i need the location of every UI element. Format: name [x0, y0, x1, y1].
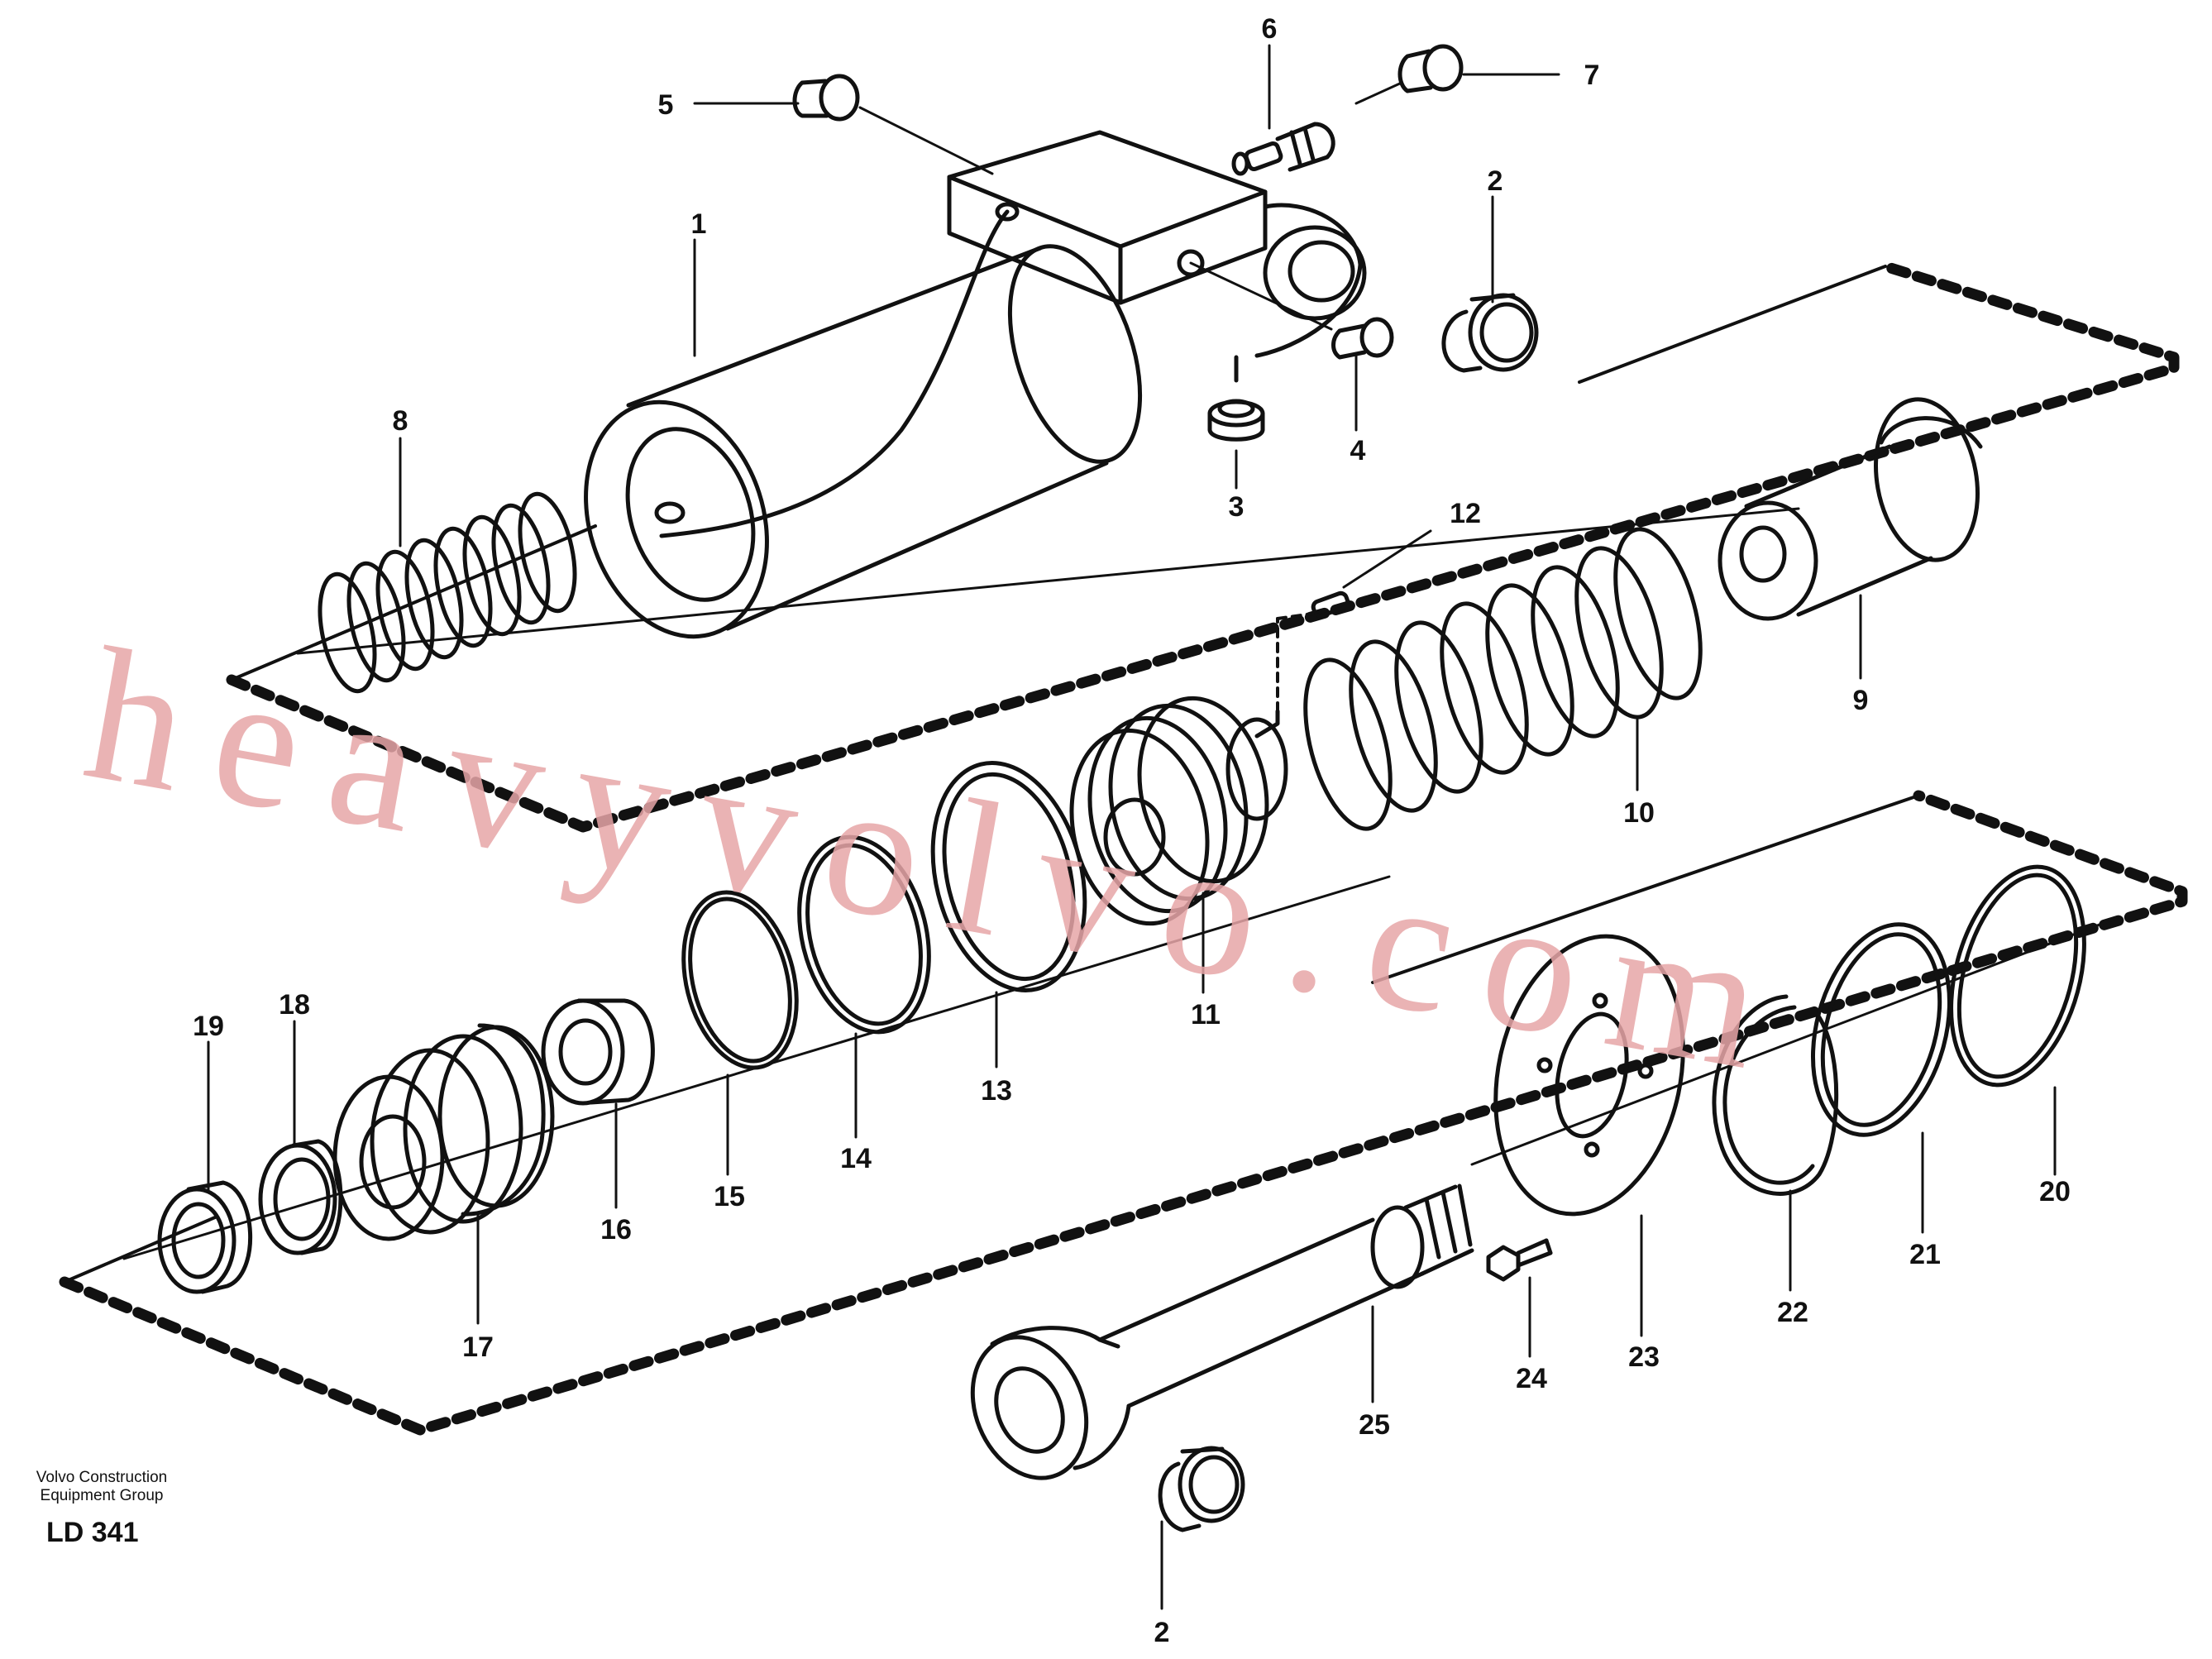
callout-15: 15 [714, 1181, 745, 1212]
callout-21: 21 [1909, 1239, 1941, 1270]
part-14-ring [797, 834, 931, 1035]
part-16-bushing [541, 998, 655, 1106]
part-2-bushing-bottom [1158, 1446, 1245, 1532]
footer-caption: Volvo Construction Equipment Group LD 34… [15, 1469, 189, 1549]
part-3-plug [1207, 355, 1265, 442]
callout-2-top: 2 [1488, 165, 1503, 197]
callout-20: 20 [2039, 1176, 2071, 1207]
part-25-piston-rod [970, 1183, 1474, 1480]
part-18-seal [258, 1139, 343, 1255]
part-19-seal [157, 1180, 252, 1294]
part-7-plug [1354, 44, 1464, 105]
callout-19: 19 [193, 1011, 224, 1042]
part-5-plug [792, 74, 994, 175]
dashed-panel-upper [226, 261, 2180, 833]
callout-11: 11 [1191, 999, 1221, 1030]
part-2-bushing-top [1441, 293, 1539, 373]
callout-24: 24 [1516, 1363, 1547, 1394]
part-4-fitting [1189, 261, 1394, 360]
callout-13: 13 [981, 1075, 1012, 1107]
part-12-set-screw [1276, 590, 1350, 713]
part-23-flange [1493, 934, 1685, 1217]
callout-14: 14 [840, 1143, 872, 1174]
callout-2-bottom: 2 [1154, 1617, 1170, 1648]
callout-16: 16 [600, 1214, 632, 1245]
part-21-ring [1810, 922, 1952, 1137]
part-20-ring [1949, 864, 2086, 1088]
callout-10: 10 [1623, 797, 1655, 829]
dashed-panel-lower [59, 790, 2188, 1436]
callout-4: 4 [1350, 435, 1366, 466]
part-15-ring [681, 890, 799, 1070]
callout-23: 23 [1628, 1341, 1660, 1373]
callout-22: 22 [1777, 1297, 1808, 1328]
callout-17: 17 [462, 1332, 494, 1363]
callout-18: 18 [279, 989, 310, 1021]
part-6-valve [1231, 122, 1335, 176]
footer-company-line1: Volvo Construction [36, 1469, 168, 1486]
callout-9: 9 [1853, 685, 1869, 716]
part-22-split-ring [1712, 994, 1839, 1196]
callout-8: 8 [393, 405, 408, 437]
callout-6: 6 [1262, 13, 1278, 45]
callout-5: 5 [658, 89, 674, 121]
part-17-cylinder-head [332, 1023, 555, 1241]
part-10-spring-large [1303, 527, 1703, 831]
callout-12: 12 [1450, 498, 1481, 529]
part-13-ring [930, 761, 1087, 992]
callout-3: 3 [1229, 491, 1245, 523]
callout-1: 1 [691, 208, 707, 240]
part-1-cylinder-housing [584, 130, 1367, 639]
leader-lines [207, 44, 2057, 1610]
footer-drawing-code: LD 341 [46, 1516, 139, 1548]
callout-25: 25 [1359, 1409, 1390, 1441]
part-8-spring-small [318, 491, 577, 694]
footer-company-line2: Equipment Group [40, 1486, 164, 1504]
part-9-guide-tube [1718, 397, 1983, 621]
callout-labels: 1 2 3 4 5 6 7 8 9 10 11 12 13 14 15 16 1… [193, 13, 2071, 1648]
callout-7: 7 [1584, 60, 1600, 91]
part-24-bolt [1486, 1238, 1553, 1282]
